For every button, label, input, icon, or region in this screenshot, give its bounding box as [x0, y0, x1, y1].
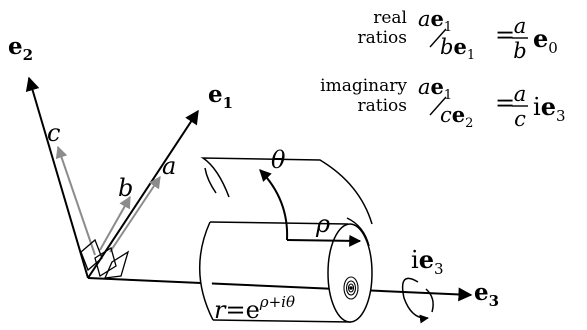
theta-arc-arrow	[259, 169, 289, 241]
svg-text:=: =	[495, 21, 515, 49]
imaginary-ratio-formula: ae1 ce2 = a c ie3	[418, 74, 566, 131]
svg-text:ae1: ae1	[418, 6, 452, 35]
vector-label-c: c	[47, 119, 60, 147]
b-vector-arrow	[99, 195, 131, 251]
e3-label: e3	[474, 279, 499, 310]
svg-text:b: b	[513, 39, 526, 63]
svg-text:a: a	[514, 14, 527, 38]
svg-text:e0: e0	[533, 24, 558, 57]
svg-text:ce2: ce2	[440, 102, 473, 131]
rho-label: ρ	[315, 210, 330, 238]
svg-text:ie3: ie3	[533, 92, 566, 125]
rotation-arc-arrow	[401, 277, 434, 324]
vector-label-a: a	[162, 152, 176, 180]
svg-text:ae1: ae1	[418, 74, 452, 103]
e1-axis-arrow	[87, 109, 199, 279]
real-ratios-label: real ratios	[358, 8, 408, 48]
a-vector-arrow	[109, 176, 161, 253]
svg-text:a: a	[514, 82, 527, 106]
rho-arrow	[286, 234, 362, 247]
e1-label: e1	[208, 81, 233, 112]
right-angle-marks	[80, 238, 130, 279]
real-ratio-formula: ae1 be1 = a b e0	[418, 6, 558, 63]
e3-axis-arrow	[87, 277, 473, 302]
svg-text:real: real	[373, 8, 407, 28]
svg-text:ratios: ratios	[358, 28, 408, 48]
e2-label: e2	[8, 33, 33, 64]
cylinder-formula: r=eρ+iθ	[214, 293, 295, 324]
e2-axis-arrow	[25, 76, 89, 279]
svg-text:=: =	[495, 89, 515, 117]
svg-text:imaginary: imaginary	[320, 76, 407, 96]
c-vector-arrow	[55, 145, 96, 256]
svg-text:ratios: ratios	[358, 96, 408, 116]
spiral-icon	[343, 276, 359, 300]
imaginary-ratios-label: imaginary ratios	[320, 76, 407, 116]
theta-label: θ	[271, 146, 286, 174]
cylinder-body	[198, 221, 373, 323]
ie3-label: ie3	[411, 245, 444, 278]
vector-label-b: b	[118, 174, 133, 202]
svg-text:be1: be1	[440, 34, 475, 63]
svg-text:c: c	[514, 107, 526, 131]
